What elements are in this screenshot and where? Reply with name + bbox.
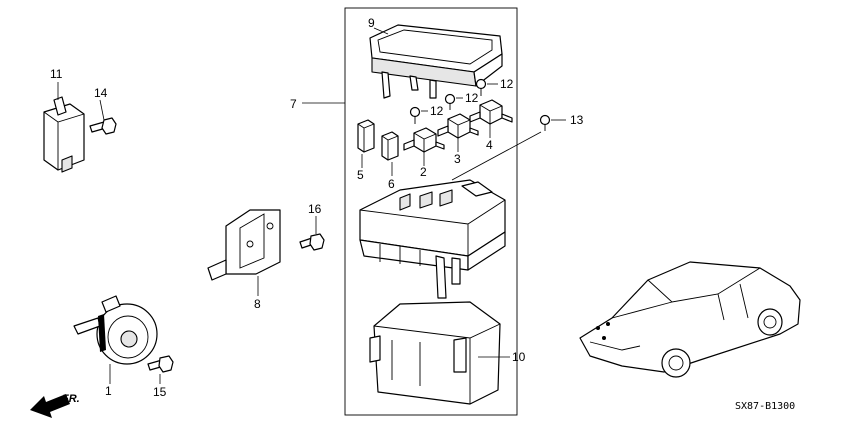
callout-14: 14 xyxy=(94,86,108,100)
leader-9 xyxy=(373,27,389,35)
leader-13-to-box xyxy=(451,131,542,181)
relay-11[interactable] xyxy=(43,96,85,173)
callout-12a: 12 xyxy=(500,77,514,91)
group-frame xyxy=(344,7,518,416)
fuse-box-7[interactable] xyxy=(359,179,506,299)
bolt-12a[interactable] xyxy=(475,78,487,97)
callout-10: 10 xyxy=(512,350,526,364)
bolt-12c[interactable] xyxy=(409,106,421,125)
horn-1[interactable] xyxy=(73,295,158,365)
callout-9: 9 xyxy=(368,16,375,30)
direction-arrow xyxy=(30,394,70,418)
relay-3[interactable] xyxy=(437,113,479,139)
callout-6: 6 xyxy=(388,177,395,191)
callout-11: 11 xyxy=(50,67,63,81)
callout-2: 2 xyxy=(420,165,427,179)
direction-label: FR. xyxy=(62,393,80,405)
bracket-8[interactable] xyxy=(207,209,281,281)
callout-13: 13 xyxy=(570,113,584,127)
leader-14 xyxy=(99,99,105,121)
callout-4: 4 xyxy=(486,138,493,152)
bolt-12b[interactable] xyxy=(444,93,456,111)
fuse-6[interactable] xyxy=(381,131,399,161)
cover-9[interactable] xyxy=(369,24,503,99)
callout-12b: 12 xyxy=(465,91,479,105)
relay-4[interactable] xyxy=(469,99,513,125)
lower-box-10[interactable] xyxy=(369,301,501,405)
relay-2[interactable] xyxy=(403,127,445,153)
bolt-13[interactable] xyxy=(539,114,551,132)
vehicle-outline[interactable] xyxy=(579,261,801,378)
callout-7: 7 xyxy=(290,97,297,111)
bolt-16[interactable] xyxy=(299,233,325,251)
callout-15: 15 xyxy=(153,385,167,399)
callout-5: 5 xyxy=(357,168,364,182)
callout-16: 16 xyxy=(308,202,322,216)
fuse-5[interactable] xyxy=(357,119,375,153)
diagram-code: SX87-B1300 xyxy=(735,401,795,412)
bolt-14[interactable] xyxy=(89,117,117,135)
callout-8: 8 xyxy=(254,297,261,311)
callout-3: 3 xyxy=(454,152,461,166)
bolt-15[interactable] xyxy=(147,355,174,373)
callout-1: 1 xyxy=(105,384,112,398)
callout-12c: 12 xyxy=(430,104,444,118)
